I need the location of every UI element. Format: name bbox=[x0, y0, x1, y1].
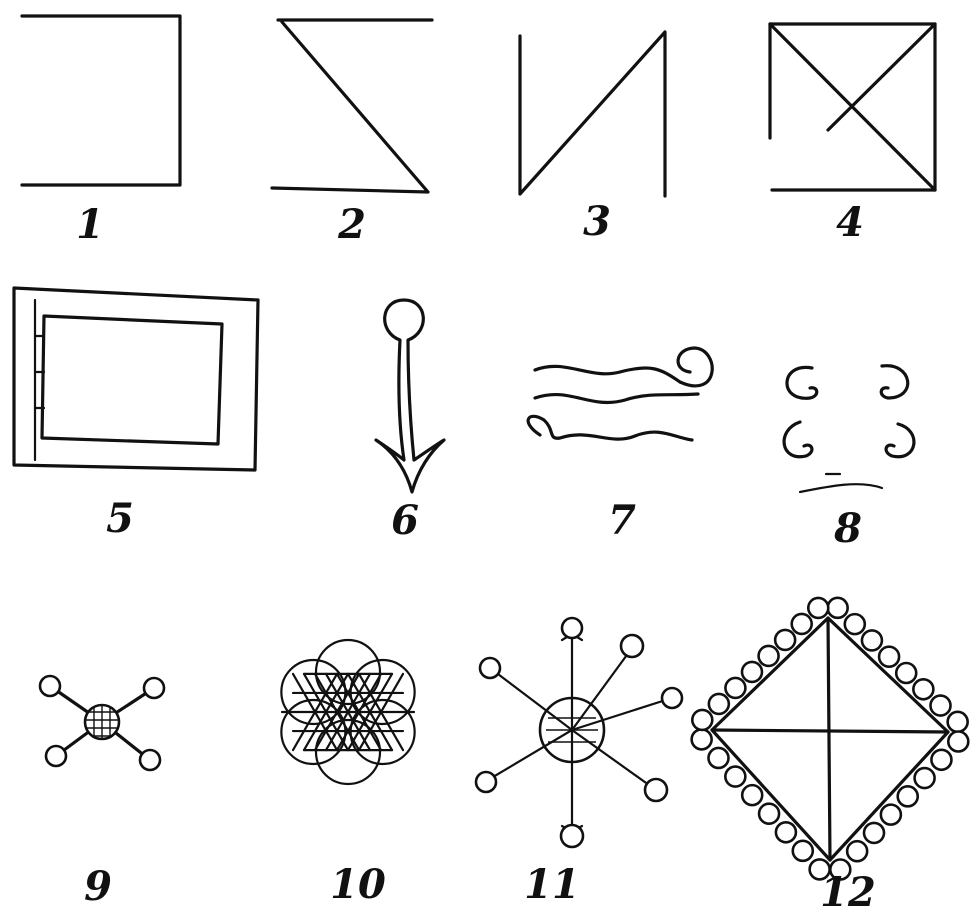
diamond-bead bbox=[881, 805, 901, 825]
diamond-bead bbox=[742, 785, 762, 805]
diamond-bead bbox=[759, 646, 779, 666]
label-3: 3 bbox=[583, 198, 611, 245]
diamond-bead bbox=[808, 598, 828, 618]
label-5: 5 bbox=[106, 495, 134, 542]
symbol-9-hatched-hub bbox=[40, 676, 164, 770]
label-1: 1 bbox=[76, 201, 104, 248]
symbol-1-bracket bbox=[22, 16, 180, 185]
symbol-7-waves bbox=[528, 348, 712, 440]
diamond-bead bbox=[898, 786, 918, 806]
diamond-bead bbox=[879, 647, 899, 667]
diamond-bead bbox=[776, 822, 796, 842]
diamond-bead bbox=[709, 694, 729, 714]
symbol-4-crossed-box bbox=[770, 24, 935, 190]
diamond-bead bbox=[862, 630, 882, 650]
diamond-bead bbox=[915, 768, 935, 788]
diamond-bead bbox=[913, 679, 933, 699]
diamond-bead bbox=[793, 841, 813, 861]
symbol-6-anchor bbox=[376, 300, 444, 492]
label-8: 8 bbox=[833, 505, 862, 552]
diamond-bead bbox=[828, 598, 848, 618]
symbol-8-curls bbox=[784, 366, 914, 492]
diamond-bead bbox=[692, 729, 712, 749]
label-4: 4 bbox=[836, 199, 864, 246]
diamond-bead bbox=[948, 712, 968, 732]
diamond-bead bbox=[845, 614, 865, 634]
label-9: 9 bbox=[84, 863, 112, 910]
diamond-bead bbox=[931, 750, 951, 770]
symbol-2-z bbox=[272, 20, 432, 192]
diamond-bead bbox=[759, 804, 779, 824]
diamond-bead bbox=[896, 663, 916, 683]
label-7: 7 bbox=[608, 497, 636, 544]
diamond-bead bbox=[792, 614, 812, 634]
label-12: 12 bbox=[820, 869, 876, 916]
diamond-bead bbox=[725, 678, 745, 698]
diamond-bead bbox=[775, 630, 795, 650]
symbol-3-n bbox=[520, 32, 665, 196]
label-11: 11 bbox=[524, 861, 580, 908]
symbol-12-beaded-diamond bbox=[692, 598, 969, 880]
label-2: 2 bbox=[337, 201, 366, 248]
symbol-5-nested-rectangles bbox=[14, 288, 258, 470]
diamond-bead bbox=[742, 662, 762, 682]
label-6: 6 bbox=[391, 497, 419, 544]
diamond-bead bbox=[930, 696, 950, 716]
label-10: 10 bbox=[330, 861, 386, 908]
diamond-bead bbox=[692, 710, 712, 730]
diamond-bead bbox=[725, 767, 745, 787]
diamond-bead bbox=[847, 841, 867, 861]
diamond-bead bbox=[948, 731, 968, 751]
diamond-bead bbox=[708, 748, 728, 768]
symbol-11-spoked-star bbox=[476, 618, 682, 847]
symbol-10-circle-lattice bbox=[281, 640, 414, 784]
diamond-bead bbox=[864, 823, 884, 843]
